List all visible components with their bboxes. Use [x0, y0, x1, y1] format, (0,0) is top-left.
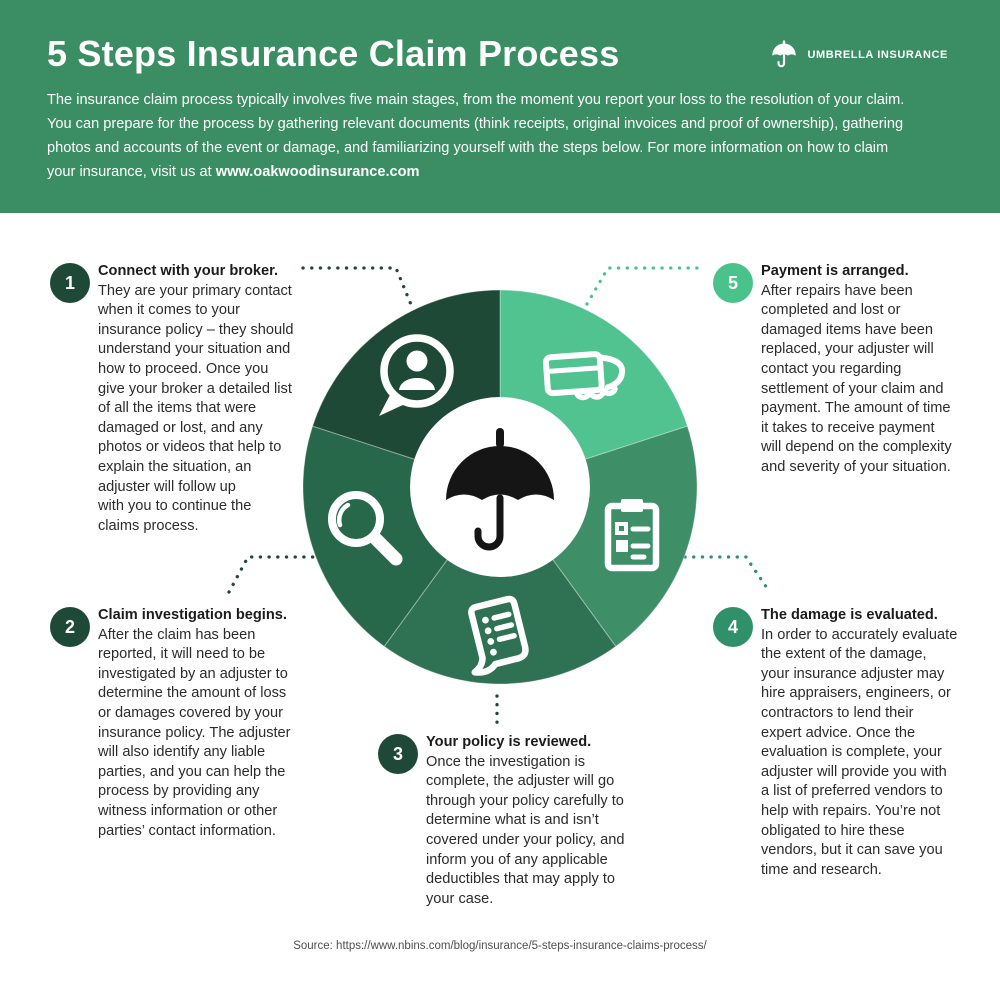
- step-3-body: Once the investigation is complete, the …: [426, 753, 625, 907]
- clipboard-checklist-icon: [604, 499, 660, 572]
- step-3-block: 3 Your policy is reviewed. Once the inve…: [378, 733, 628, 909]
- step-1-number-badge: 1: [50, 263, 90, 303]
- step-5-number-badge: 5: [713, 263, 753, 303]
- website-link[interactable]: www.oakwoodinsurance.com: [215, 164, 420, 180]
- intro-text: The insurance claim process typically in…: [47, 92, 905, 180]
- hand-credit-card-icon: [542, 351, 626, 401]
- magnifying-glass-icon: [328, 491, 403, 566]
- umbrella-icon: [446, 428, 554, 551]
- process-wheel: [303, 290, 697, 684]
- header-band: 5 Steps Insurance Claim Process UMBRELLA…: [0, 0, 1000, 213]
- step-2-block: 2 Claim investigation begins. After the …: [50, 606, 294, 841]
- step-2-number-badge: 2: [50, 607, 90, 647]
- brand-logo: UMBRELLA INSURANCE: [770, 40, 948, 70]
- step-number: 4: [727, 616, 738, 637]
- step-number: 5: [727, 272, 738, 293]
- intro-paragraph: The insurance claim process typically in…: [47, 88, 962, 184]
- step-number: 3: [392, 743, 403, 764]
- step-1-block: 1 Connect with your broker. They are you…: [50, 262, 294, 536]
- step-2-title: Claim investigation begins.: [98, 607, 287, 623]
- umbrella-logo-icon: [772, 40, 797, 68]
- step-3-title: Your policy is reviewed.: [426, 734, 592, 750]
- step-4-title: The damage is evaluated.: [761, 607, 938, 623]
- step-2-body: After the claim has been reported, it wi…: [98, 626, 291, 839]
- step-1-title: Connect with your broker.: [98, 263, 279, 279]
- step-3-number-badge: 3: [378, 734, 418, 774]
- brand-name: UMBRELLA INSURANCE: [807, 49, 948, 61]
- speech-bubble-person-icon: [379, 334, 454, 416]
- step-number: 2: [64, 616, 75, 637]
- step-1-body: They are your primary contact when it co…: [98, 282, 294, 534]
- connector-step-2: [227, 555, 316, 594]
- step-5-title: Payment is arranged.: [761, 263, 909, 279]
- source-citation: Source: https://www.nbins.com/blog/insur…: [293, 940, 707, 952]
- step-4-block: 4 The damage is evaluated. In order to a…: [713, 606, 958, 880]
- step-5-block: 5 Payment is arranged. After repairs hav…: [713, 262, 958, 478]
- step-4-number-badge: 4: [713, 607, 753, 647]
- step-5-body: After repairs have been completed and lo…: [761, 282, 952, 475]
- receipt-document-icon: [468, 595, 529, 676]
- step-number: 1: [64, 272, 75, 293]
- step-4-body: In order to accurately evaluate the exte…: [761, 626, 958, 878]
- wheel-segment-3: [383, 486, 617, 684]
- connector-step-4: [683, 555, 771, 593]
- page-title: 5 Steps Insurance Claim Process: [47, 33, 620, 74]
